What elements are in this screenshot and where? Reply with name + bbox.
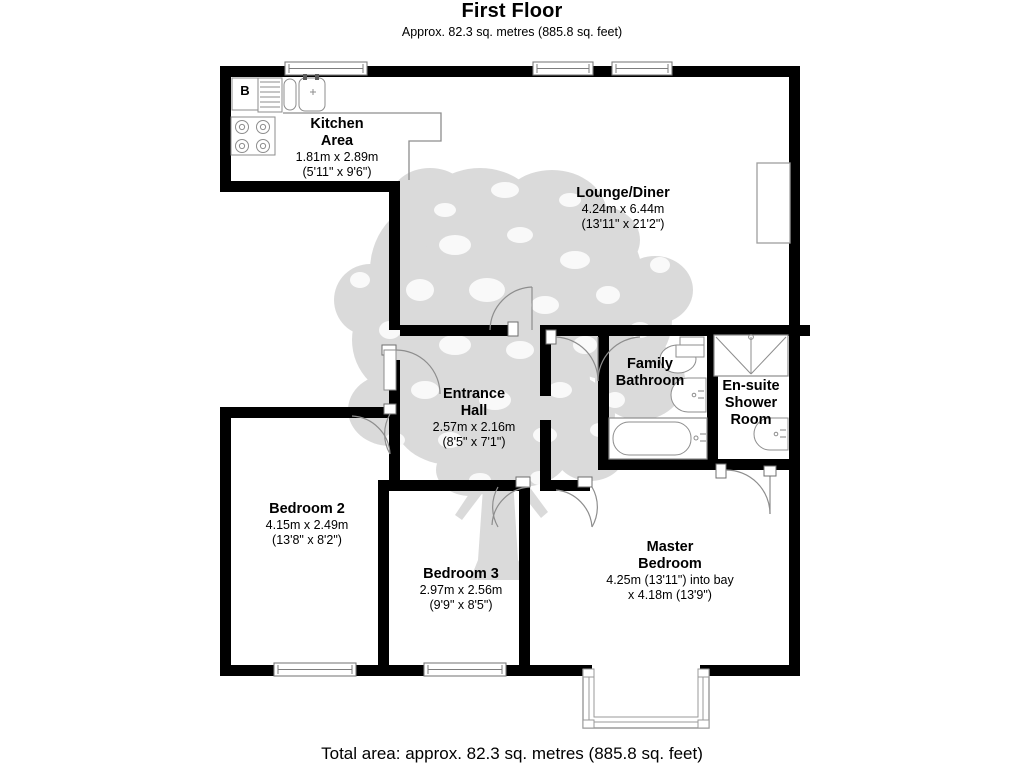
- door-hall-to-bedroom2: [381, 344, 441, 395]
- bathroom-toilet-fixture: [659, 336, 705, 374]
- window-bedroom2-bottom: [273, 662, 357, 677]
- shower-cubicle-fixture: [713, 334, 789, 377]
- bay-window-master: [582, 668, 710, 729]
- ensuite-sink-fixture: [753, 417, 789, 451]
- boiler-fixture: [231, 77, 259, 111]
- page-title: First Floor: [461, 0, 563, 22]
- door-lounge-to-hall: [489, 286, 533, 337]
- kitchen-sink-fixture: [283, 74, 326, 112]
- window-lounge-top-left: [532, 61, 594, 76]
- fixtures: [230, 74, 791, 460]
- kitchen-drainer-fixture: [257, 77, 283, 113]
- walls: [220, 66, 810, 676]
- window-lounge-top-right: [611, 61, 673, 76]
- kitchen-hob-fixture: [230, 116, 276, 156]
- bathroom-sink-fixture: [670, 377, 707, 413]
- door-hall-to-bathroom: [545, 329, 641, 382]
- window-bedroom3-bottom: [423, 662, 507, 677]
- door-master-to-ensuite: [715, 463, 777, 515]
- door-hall-to-bedroom3: [491, 476, 531, 528]
- page-subtitle: Approx. 82.3 sq. metres (885.8 sq. feet): [401, 25, 623, 39]
- kitchen-worktop: [283, 112, 442, 180]
- boiler-label: B: [240, 83, 250, 98]
- window-kitchen-top: [284, 61, 368, 76]
- door-hall-to-master: [555, 476, 598, 528]
- windows: [273, 61, 710, 729]
- doors: [351, 286, 777, 528]
- total-area-footer: Total area: approx. 82.3 sq. metres (885…: [321, 744, 703, 763]
- bathtub-fixture: [608, 417, 708, 460]
- radiator-lounge-fixture: [756, 162, 791, 244]
- door-hall-to-bedroom2-lower: [351, 403, 397, 455]
